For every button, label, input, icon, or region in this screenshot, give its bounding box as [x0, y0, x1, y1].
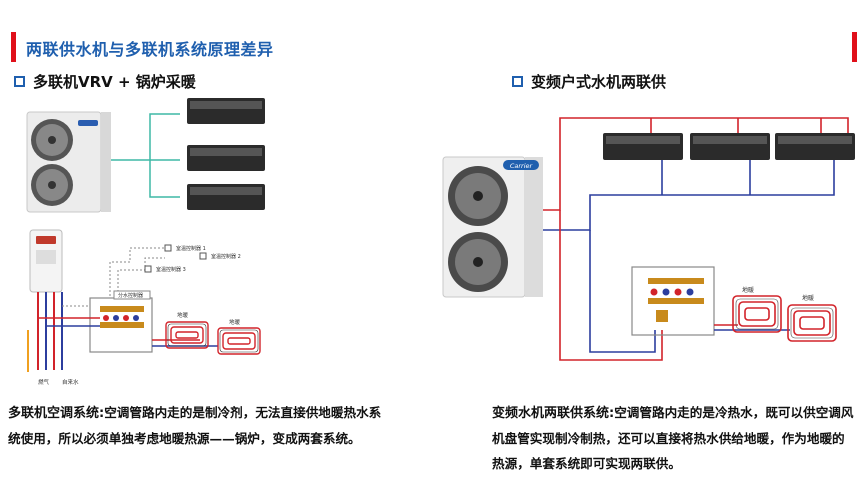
gas-label: 燃气 [38, 378, 50, 386]
indoor-unit-3 [187, 184, 265, 210]
water-floor-coil-2 [787, 304, 837, 342]
water-floor-label-2: 地暖 [802, 294, 814, 302]
left-heading: 多联机VRV + 锅炉采暖 [14, 71, 196, 92]
floor-heating-label-2: 地暖 [229, 318, 241, 326]
checkbox-square-icon [512, 76, 523, 87]
checkbox-square-icon [14, 76, 25, 87]
floor-heating-coil-2 [217, 327, 261, 355]
water-indoor-unit-2 [690, 133, 770, 160]
right-heading-text: 变频户式水机两联供 [531, 73, 667, 91]
right-description-bold: 变频水机两联供系统: [492, 406, 615, 421]
water-manifold-valves [648, 278, 704, 322]
floor-heating-coil-1 [165, 321, 209, 349]
left-description-text: 空调管路内走的是制冷剂，无法直接供地暖热水系统使用，所以必须单独考虑地暖热源——… [8, 405, 382, 446]
left-description: 多联机空调系统:空调管路内走的是制冷剂，无法直接供地暖热水系统使用，所以必须单独… [8, 400, 383, 451]
page-title: 两联供水机与多联机系统原理差异 [26, 40, 274, 59]
water-floor-label-1: 地暖 [742, 286, 754, 294]
manifold-label: 分水控制器 [118, 292, 143, 299]
controller-3-label: 室温控制器 3 [156, 266, 186, 273]
water-indoor-unit-3 [775, 133, 855, 160]
indoor-unit-1 [187, 98, 265, 124]
indoor-unit-2 [187, 145, 265, 171]
floor-heating-label-1: 地暖 [177, 311, 189, 319]
right-description-text: 空调管路内走的是冷热水，既可以供空调风机盘管实现制冷制热，还可以直接将热水供给地… [492, 405, 854, 471]
water-indoor-unit-1 [603, 133, 683, 160]
water-outdoor-unit: Carrier [442, 156, 543, 298]
vrv-outdoor-unit [26, 111, 111, 213]
cold-water-label: 自来水 [62, 378, 79, 386]
brand-logo: Carrier [510, 162, 534, 170]
left-vrv-diagram: 燃气 自来水 室温控制器 3 室温控制器 1 室温控制器 2 分水控制器 地暖 … [26, 98, 265, 386]
title-accent-bar [11, 32, 16, 62]
boiler [29, 229, 63, 293]
right-heading: 变频户式水机两联供 [512, 71, 666, 92]
water-floor-coil-1 [732, 295, 782, 333]
controller-2-label: 室温控制器 2 [211, 253, 241, 260]
right-water-unit-diagram: Carrier 地暖 地暖 [442, 117, 855, 361]
controller-1-label: 室温控制器 1 [176, 245, 206, 252]
manifold-valves [100, 306, 144, 328]
right-description: 变频水机两联供系统:空调管路内走的是冷热水，既可以供空调风机盘管实现制冷制热，还… [492, 400, 854, 476]
left-description-bold: 多联机空调系统: [8, 406, 105, 421]
left-heading-text: 多联机VRV + 锅炉采暖 [33, 73, 196, 91]
right-accent-bar [852, 32, 857, 62]
